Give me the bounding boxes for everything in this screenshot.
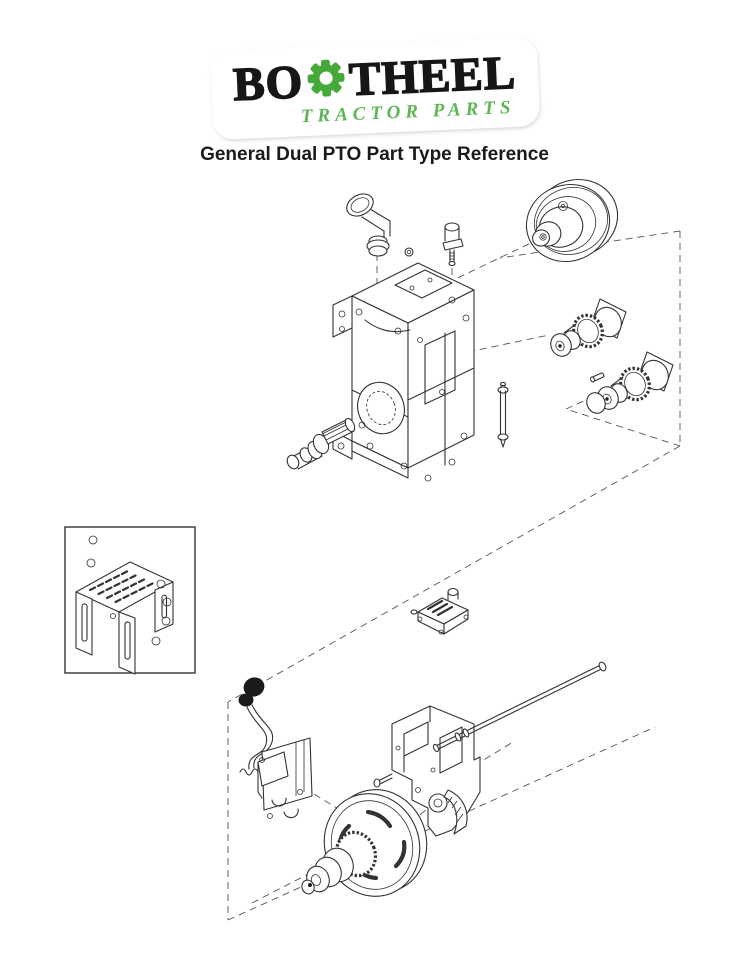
breather-tube-assembly (346, 193, 391, 257)
roll-pin (590, 372, 605, 383)
page-title: General Dual PTO Part Type Reference (200, 144, 549, 165)
pto-housing (332, 262, 475, 482)
brand-name: BO THEEL (231, 46, 517, 112)
mounting-bolt (404, 247, 414, 257)
clutch-drum (525, 178, 619, 263)
bootheel-logo: BO THEEL TRACTOR (211, 38, 538, 139)
gear-icon (304, 56, 348, 109)
splined-input-shaft (286, 417, 356, 470)
output-hub-assembly (301, 789, 428, 897)
stud-bolt (497, 381, 509, 448)
pto-gear-shaft-lower (586, 350, 675, 415)
shift-lever-assembly (238, 677, 313, 819)
control-rod (432, 661, 607, 753)
shield-detail-box (64, 526, 196, 674)
sensor-valve (442, 222, 464, 267)
pto-shield (75, 535, 174, 675)
control-valve-block (410, 587, 469, 635)
pto-gear-shaft-upper (545, 297, 628, 362)
